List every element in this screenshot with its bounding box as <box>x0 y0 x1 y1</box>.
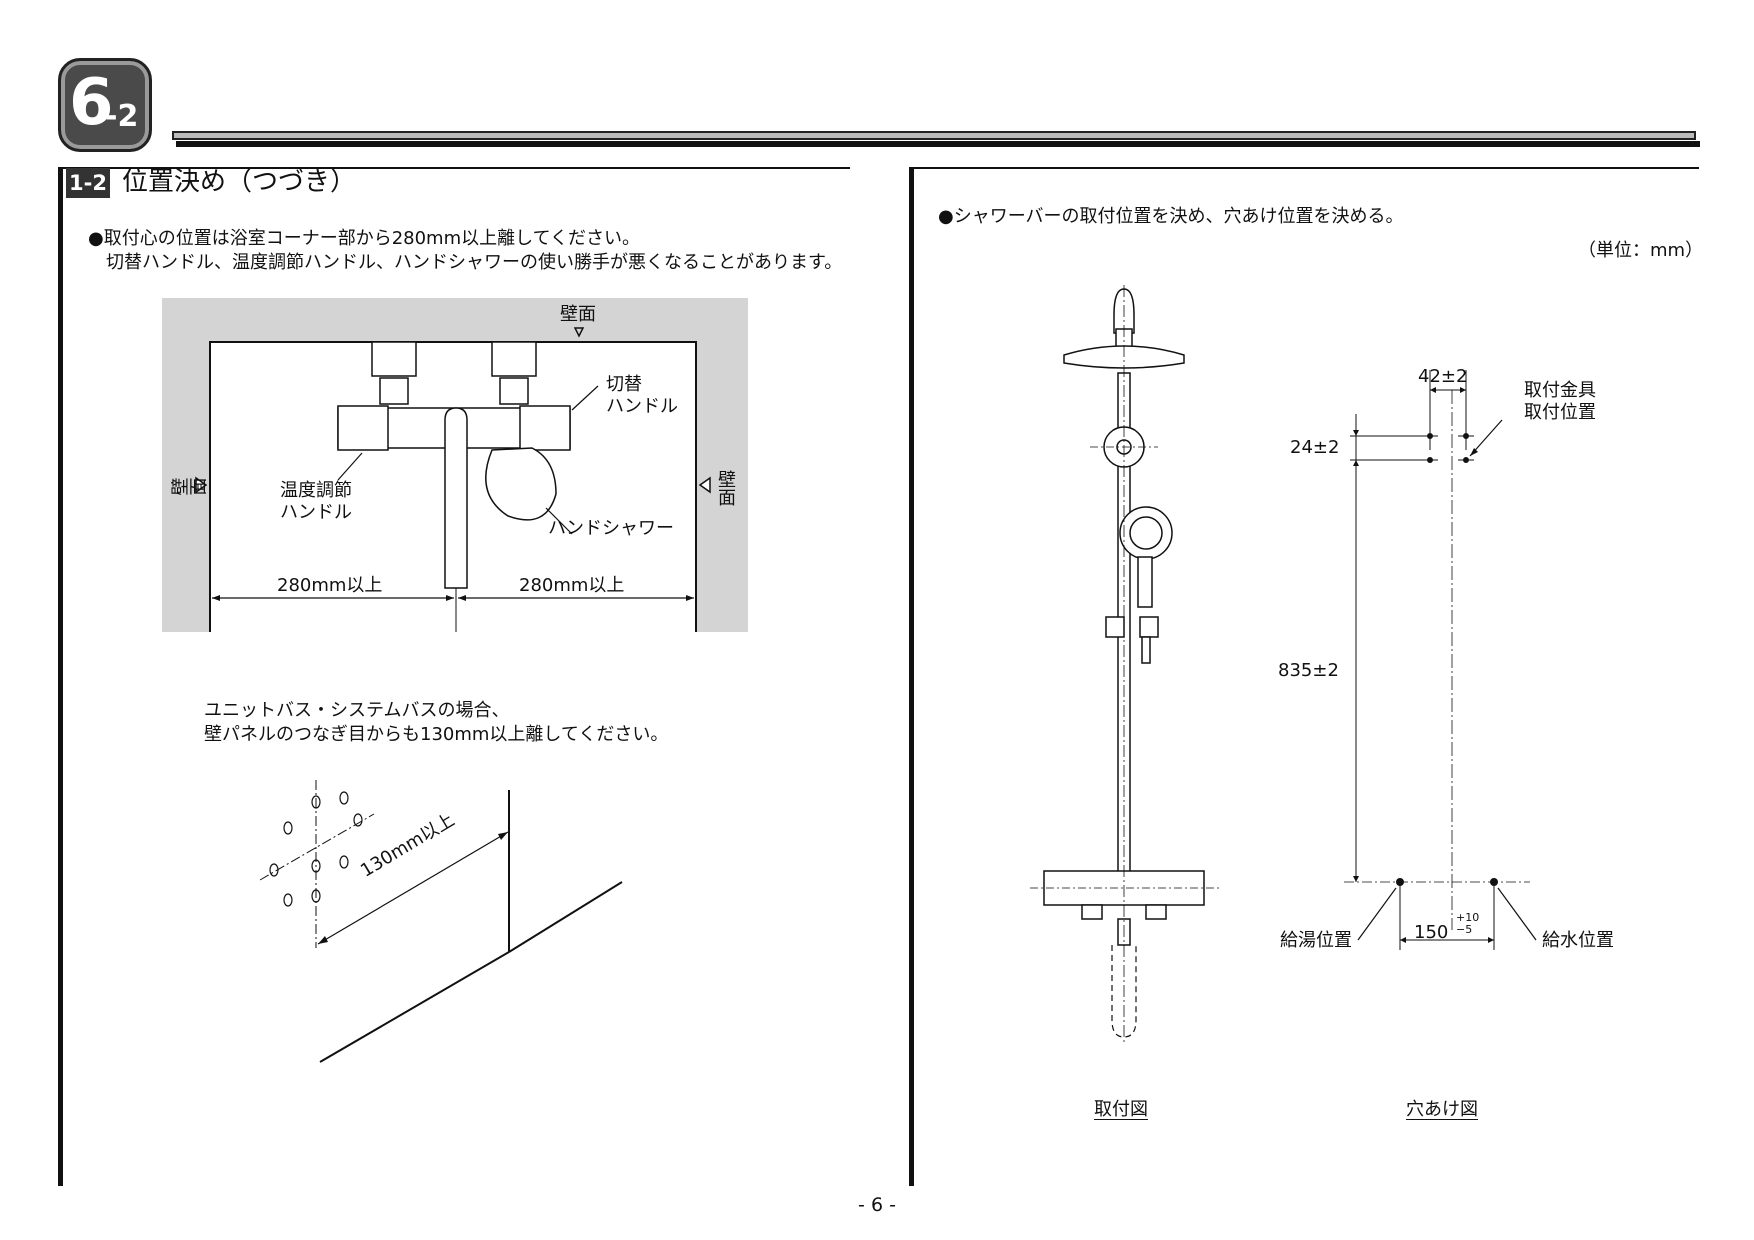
dim-835: 835±2 <box>1278 660 1339 681</box>
section-title: 位置決め（つづき） <box>122 167 357 197</box>
caption-install-drawing: 取付図 <box>1094 1099 1148 1120</box>
supply-pipe-left <box>371 341 417 377</box>
label-switch-handle-1: 切替 <box>606 374 642 395</box>
dim-150-plus: +10 <box>1456 911 1480 924</box>
label-bracket-1: 取付金具 <box>1524 380 1596 401</box>
hose <box>444 407 468 589</box>
install-note-line1: ●取付心の位置は浴室コーナー部から280mm以上離してください。 <box>88 228 641 249</box>
left-column-border <box>58 168 63 1186</box>
label-dist-left: 280mm以上 <box>277 575 383 596</box>
drill-note: ●シャワーバーの取付位置を決め、穴あけ位置を決める。 <box>938 206 1404 227</box>
switch-handle <box>519 405 571 451</box>
label-temp-handle-2: ハンドル <box>280 502 352 523</box>
label-switch-handle-2: ハンドル <box>606 396 678 417</box>
bracket-holes <box>1422 433 1474 463</box>
install-note-line2: 切替ハンドル、温度調節ハンドル、ハンドシャワーの使い勝手が悪くなることがあります… <box>88 252 843 273</box>
chapter-number: 6 <box>69 66 114 140</box>
page-number: - 6 - <box>858 1194 896 1216</box>
caption-drill-drawing: 穴あけ図 <box>1406 1099 1478 1120</box>
dim-42: 42±2 <box>1418 366 1468 387</box>
left-column-top-rule <box>58 167 850 169</box>
header-rule-shadow <box>176 141 1700 147</box>
label-temp-handle-1: 温度調節 <box>280 480 352 501</box>
label-cold-water: 給水位置 <box>1542 930 1614 951</box>
hand-shower-head <box>485 447 557 521</box>
right-column-top-rule <box>909 167 1699 169</box>
corner-distance-diagram <box>162 298 748 632</box>
header-rule <box>172 131 1696 140</box>
dim-150: 150 <box>1414 922 1449 943</box>
installation-drawing <box>1030 285 1220 1045</box>
dim-line-130 <box>317 831 509 945</box>
supply-pipe-right <box>491 341 537 377</box>
dim-150-minus: −5 <box>1456 923 1473 936</box>
drill-hole-drawing <box>1344 370 1537 950</box>
unit-bath-note-line1: ユニットバス・システムバスの場合、 <box>204 700 510 721</box>
label-wall-top: 壁面 <box>560 304 596 325</box>
label-dist-right: 280mm以上 <box>519 575 625 596</box>
room-floor-gap <box>210 588 696 632</box>
chapter-sub-number: -2 <box>105 99 139 134</box>
label-hand-shower: ハンドシャワー <box>548 518 674 539</box>
label-wall-right: 壁面 <box>715 470 736 506</box>
label-hot-water: 給湯位置 <box>1280 930 1352 951</box>
dim-24: 24±2 <box>1290 437 1340 458</box>
unit-bath-note-line2: 壁パネルのつなぎ目からも130mm以上離してください。 <box>204 724 669 745</box>
label-wall-left: 壁面 <box>170 477 207 499</box>
unit-label: （単位：mm） <box>1578 240 1704 261</box>
panel-joint-diagram <box>259 780 623 1063</box>
temp-handle <box>337 405 389 451</box>
chapter-badge: 6 -2 <box>58 58 152 152</box>
section-number: 1-2 <box>66 168 110 198</box>
label-bracket-2: 取付位置 <box>1524 402 1596 423</box>
right-column-border <box>909 168 914 1186</box>
